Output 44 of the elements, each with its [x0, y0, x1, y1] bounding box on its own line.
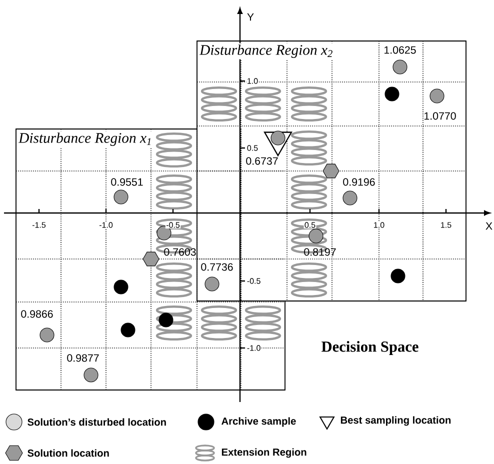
- value-label: 0.9866: [21, 310, 53, 318]
- tick-label: -1.0: [98, 222, 114, 228]
- tick-label: -1.0: [246, 344, 262, 352]
- tick-label: 1.0: [246, 78, 259, 84]
- disturbed-location-marker: [270, 130, 286, 146]
- archive-sample-dot: [158, 312, 174, 328]
- disturbed-location-marker: [204, 276, 220, 292]
- axis-label: X: [486, 222, 492, 230]
- disturbed-location-marker: [308, 228, 324, 244]
- legend-label: Solution’s disturbed location: [28, 418, 166, 426]
- archive-sample-dot: [114, 280, 128, 294]
- archive-sample-dot: [384, 86, 400, 102]
- value-label: 1.0625: [384, 46, 416, 54]
- value-label: 0.9877: [67, 354, 99, 362]
- value-label: 0.9551: [111, 178, 143, 186]
- legend-label: Extension Region: [222, 448, 306, 458]
- value-label: 0.7736: [201, 263, 233, 271]
- tick-label: -1.5: [31, 222, 47, 228]
- archive-sample-dot: [120, 322, 136, 338]
- value-label: 0.6737: [246, 157, 278, 165]
- legend-label: Archive sample: [222, 417, 296, 427]
- disturbed-location-marker: [430, 88, 444, 104]
- solution-hexagon: [142, 252, 160, 266]
- tick-label: 1.5: [440, 222, 452, 228]
- tick-label: 1.0: [372, 222, 386, 228]
- tick-label: -0.5: [246, 278, 262, 284]
- disturbed-location-marker: [84, 368, 98, 382]
- value-label: 1.0770: [424, 112, 456, 120]
- legend-label: Best sampling location: [340, 416, 451, 426]
- tick-label: -0.5: [165, 222, 181, 228]
- axis-label: Y: [247, 13, 254, 21]
- disturbed-location-marker: [392, 60, 408, 74]
- tick-label: 0.5: [246, 144, 259, 152]
- disturbed-location-marker: [114, 190, 128, 204]
- disturbed-location-marker: [342, 190, 358, 206]
- archive-sample-dot: [390, 268, 406, 284]
- space-label: Decision Space: [322, 341, 418, 355]
- value-label: 0.7603: [164, 248, 196, 256]
- value-label: 0.8197: [304, 248, 336, 256]
- disturbed-location-marker: [40, 328, 54, 342]
- legend-label: Solution location: [28, 449, 109, 457]
- tick-label: 0.5: [304, 222, 316, 228]
- value-label: 0.9196: [343, 178, 375, 186]
- solution-hexagon: [322, 164, 340, 178]
